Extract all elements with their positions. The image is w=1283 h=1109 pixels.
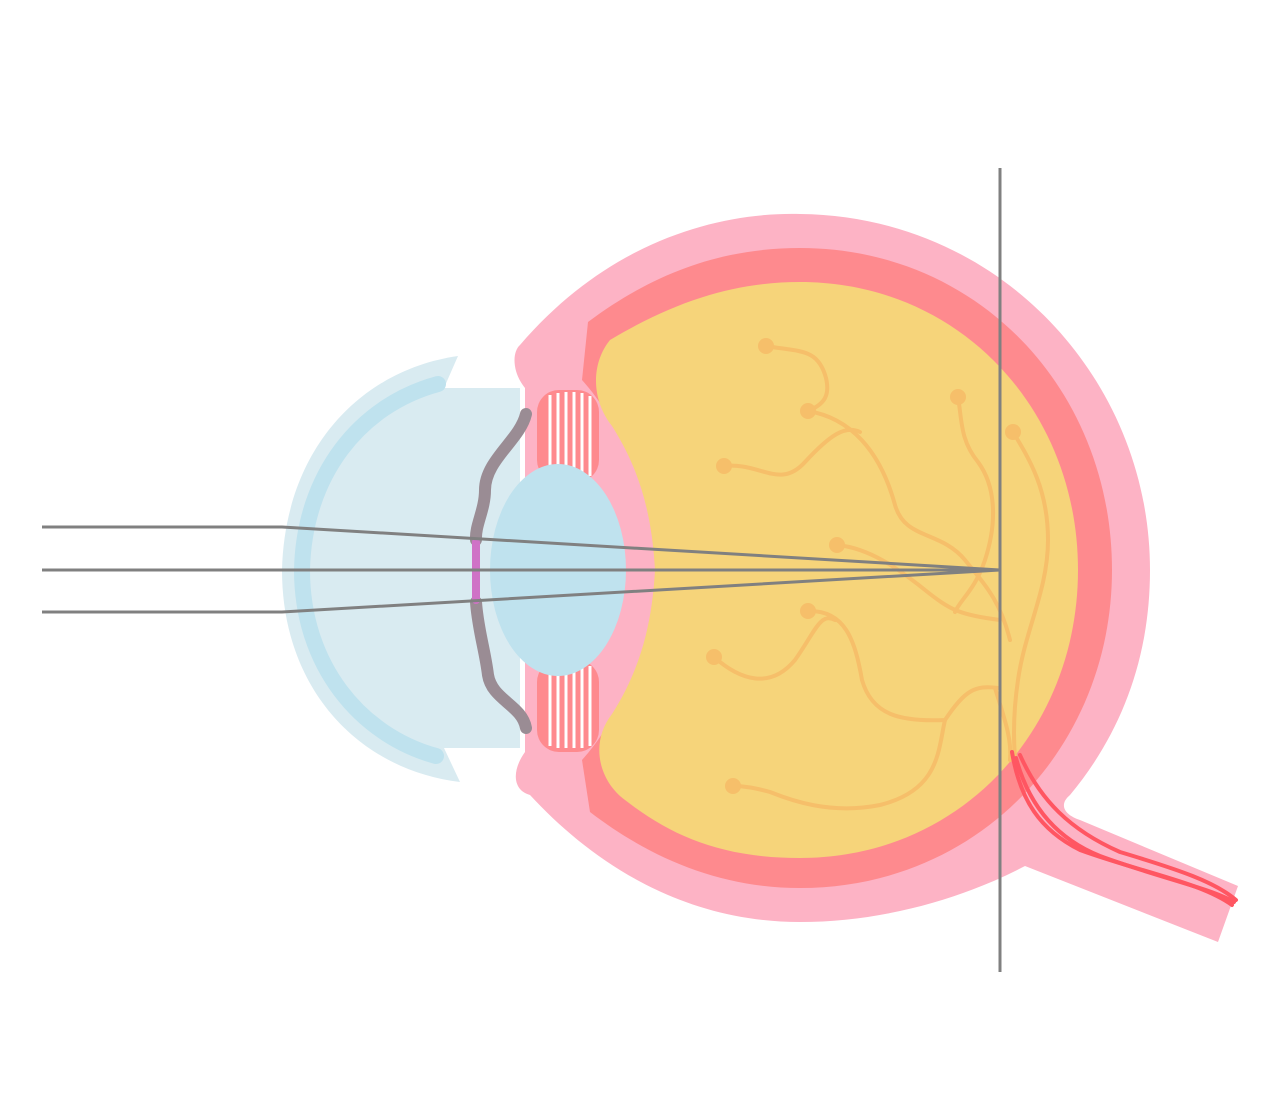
vessel-endpoints [706, 338, 1021, 794]
ciliary-body-lower [537, 660, 599, 752]
optic-nerve [1010, 750, 1238, 907]
light-rays [42, 525, 1001, 614]
light-ray-upper [42, 525, 1001, 572]
ciliary-body-upper [537, 390, 599, 482]
iris [469, 408, 532, 734]
iris-lower [470, 596, 532, 734]
iris-upper [469, 408, 532, 546]
retinal-vessels [712, 344, 1051, 811]
light-ray-lower [42, 568, 1001, 614]
